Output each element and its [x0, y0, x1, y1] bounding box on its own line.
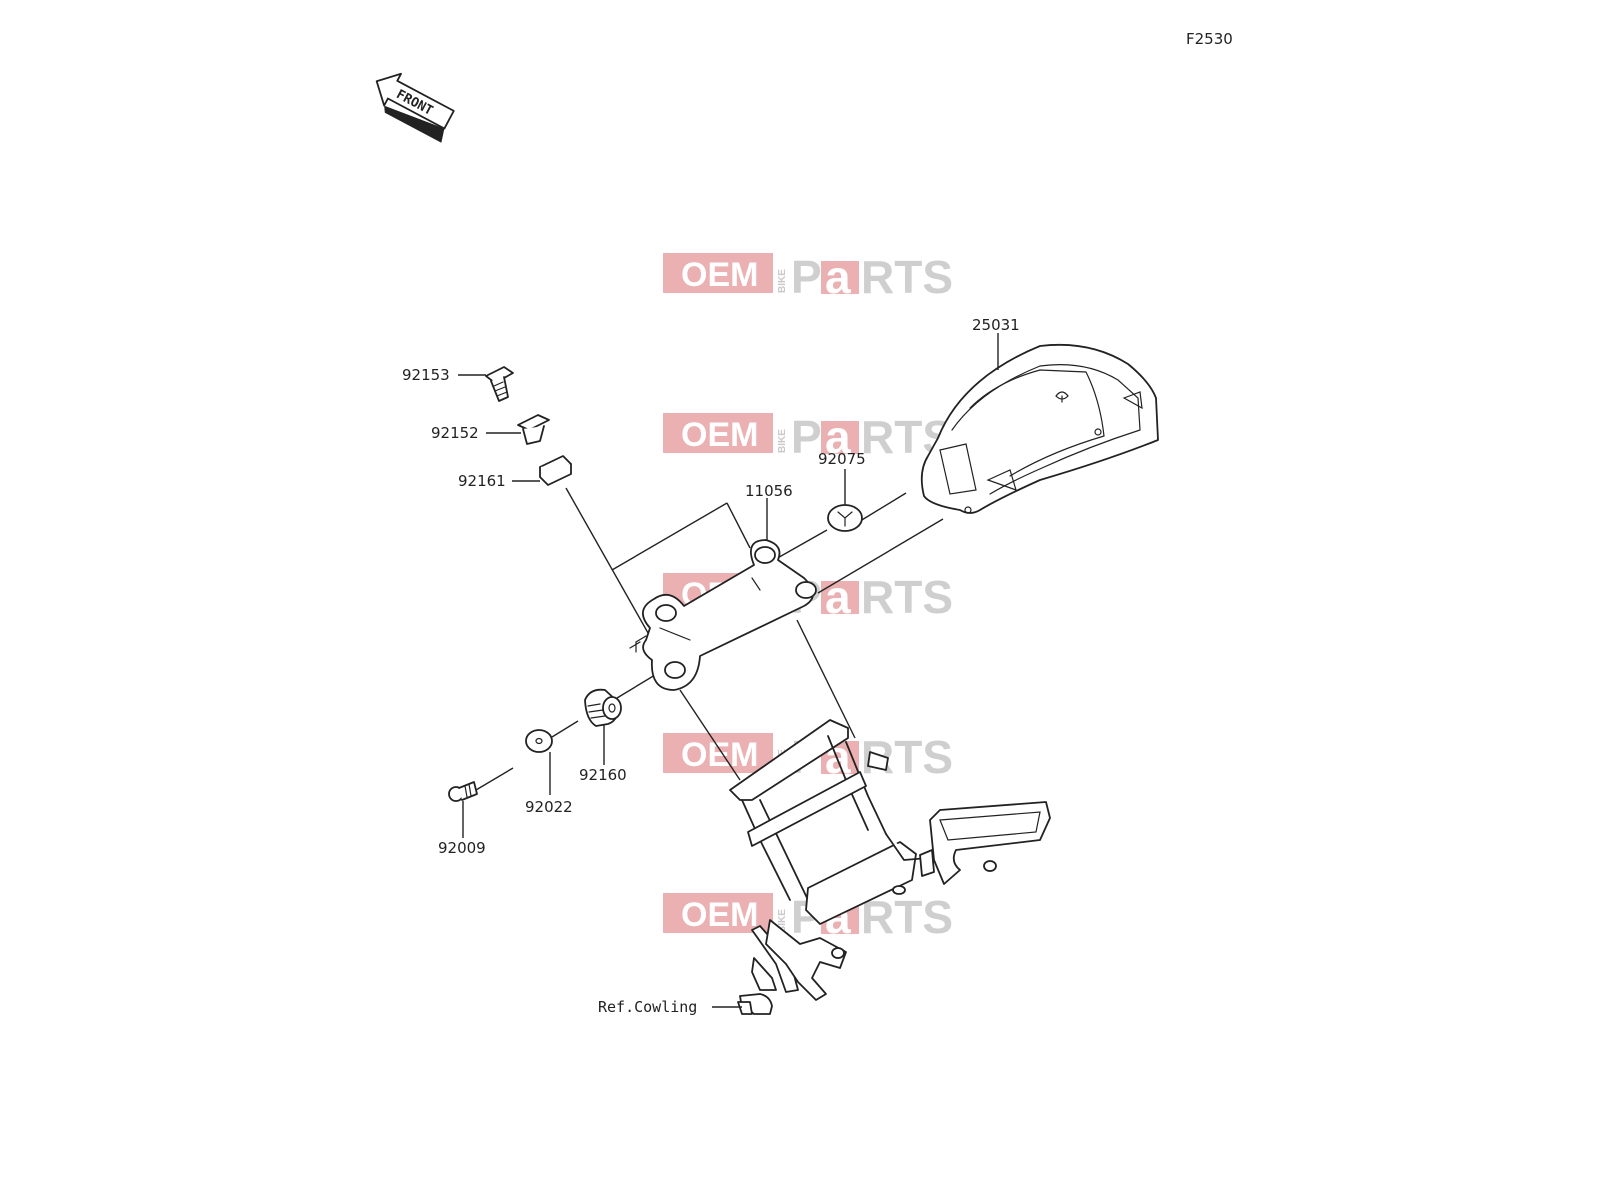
part-label-92075[interactable]: 92075: [818, 450, 866, 468]
cowling-stay-frame: [712, 719, 1051, 1015]
svg-text:RTS: RTS: [861, 571, 953, 623]
svg-text:RTS: RTS: [861, 251, 953, 303]
svg-text:a: a: [825, 411, 851, 463]
figure-code: F2530: [1186, 30, 1233, 48]
svg-text:P: P: [791, 251, 822, 303]
part-label-92161[interactable]: 92161: [458, 472, 506, 490]
part-label-92160[interactable]: 92160: [579, 766, 627, 784]
svg-text:a: a: [825, 251, 851, 303]
part-92075-damper[interactable]: 92075: [818, 450, 866, 532]
reference-cowling-label[interactable]: Ref.Cowling: [598, 998, 697, 1016]
svg-text:a: a: [825, 571, 851, 623]
part-label-92153[interactable]: 92153: [402, 366, 450, 384]
svg-text:OEM: OEM: [681, 736, 758, 774]
svg-text:P: P: [791, 411, 822, 463]
svg-text:BIKE: BIKE: [777, 269, 788, 293]
svg-text:OEM: OEM: [681, 256, 758, 294]
part-92152-collar[interactable]: 92152: [431, 414, 550, 445]
part-label-92152[interactable]: 92152: [431, 424, 479, 442]
watermark-2: OEM BIKE P a RTS: [663, 411, 953, 463]
front-direction-arrow-icon: FRONT: [375, 72, 455, 143]
part-label-11056[interactable]: 11056: [745, 482, 793, 500]
svg-text:OEM: OEM: [681, 896, 758, 934]
part-label-25031[interactable]: 25031: [972, 316, 1020, 334]
part-label-92009[interactable]: 92009: [438, 839, 486, 857]
watermark-1: OEM BIKE P a RTS: [663, 251, 953, 303]
svg-text:BIKE: BIKE: [777, 909, 788, 933]
part-92160-damper[interactable]: 92160: [579, 688, 627, 784]
part-92022-washer[interactable]: 92022: [525, 729, 573, 816]
part-92009-screw[interactable]: 92009: [438, 781, 486, 857]
part-label-92022[interactable]: 92022: [525, 798, 573, 816]
part-92153-bolt[interactable]: 92153: [402, 366, 514, 402]
svg-text:RTS: RTS: [861, 891, 953, 943]
part-92161-damper[interactable]: 92161: [458, 455, 572, 490]
svg-text:BIKE: BIKE: [777, 429, 788, 453]
part-11056-bracket[interactable]: 11056: [629, 482, 817, 691]
part-25031-meter-assy[interactable]: 25031: [920, 316, 1159, 514]
svg-text:OEM: OEM: [681, 416, 758, 454]
